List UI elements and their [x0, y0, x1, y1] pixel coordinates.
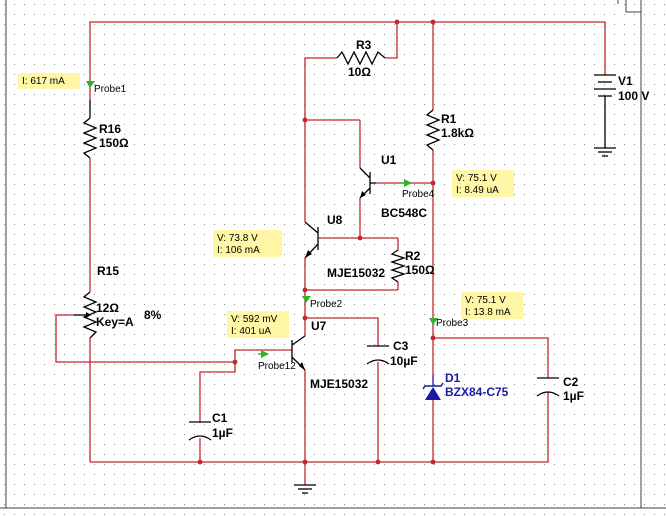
r3-ref: R3 — [356, 38, 372, 52]
u7-model: MJE15032 — [310, 377, 368, 391]
probe-flag-icon — [429, 318, 438, 325]
junction-dots — [197, 19, 436, 465]
wire-c3-top[interactable] — [305, 317, 379, 346]
ground-icon[interactable] — [294, 484, 316, 494]
probe1-current: I: 617 mA — [22, 76, 65, 87]
u1-model: BC548C — [381, 206, 427, 220]
probe3-current: I: 13.8 mA — [465, 307, 511, 318]
r2-value: 150Ω — [405, 263, 435, 277]
probe-flag-icon — [302, 296, 311, 303]
transistor-u8[interactable]: U8 MJE15032 — [304, 213, 385, 280]
capacitor-c1[interactable]: C1 1µF — [188, 411, 233, 441]
wire-c1-top[interactable] — [199, 362, 236, 422]
r16-value: 150Ω — [99, 136, 129, 150]
wire-r3-loop[interactable] — [304, 57, 337, 118]
u8-ref: U8 — [327, 213, 343, 227]
d1-ref: D1 — [445, 371, 461, 385]
u7-ref: U7 — [311, 319, 327, 333]
wire-u7-base[interactable] — [234, 349, 292, 362]
probe4-voltage: V: 75.1 V — [456, 173, 497, 184]
voltage-source-v1[interactable]: V1 100 V — [594, 74, 649, 157]
v1-ref: V1 — [618, 74, 633, 88]
resistor-r3[interactable]: R3 10Ω — [336, 38, 386, 79]
capacitor-c3[interactable]: C3 10µF — [366, 339, 418, 368]
resistor-r1[interactable]: R1 1.8kΩ — [425, 109, 474, 151]
potentiometer-r15[interactable]: R15 12Ω Key=A 8% — [74, 264, 162, 339]
u8-model: MJE15032 — [327, 266, 385, 280]
wire-top-rail[interactable] — [89, 21, 606, 100]
probe12-label: Probe12 — [258, 361, 296, 372]
probe-flag-icon — [86, 81, 95, 88]
c3-value: 10µF — [390, 354, 418, 368]
d1-model: BZX84-C75 — [445, 385, 509, 399]
probe2-label: Probe2 — [310, 299, 343, 310]
transistor-u1[interactable]: U1 BC548C — [359, 153, 427, 220]
probe1[interactable]: Probe1 I: 617 mA — [18, 73, 127, 95]
resistor-r16[interactable]: R16 150Ω — [82, 100, 129, 159]
probe2-voltage: V: 73.8 V — [217, 233, 258, 244]
probe2-current: I: 106 mA — [217, 245, 260, 256]
probe-flag-icon — [404, 179, 412, 187]
capacitor-c2[interactable]: C2 1µF — [536, 375, 584, 403]
probe12-voltage: V: 592 mV — [231, 314, 278, 325]
r15-ref: R15 — [97, 264, 119, 278]
r15-key: Key=A — [96, 315, 134, 329]
r16-ref: R16 — [99, 122, 121, 136]
zener-diode-d1[interactable]: D1 BZX84-C75 — [422, 371, 509, 400]
probe12-current: I: 401 uA — [231, 326, 271, 337]
r1-ref: R1 — [441, 112, 457, 126]
probe-flag-icon — [261, 350, 269, 358]
probe3-voltage: V: 75.1 V — [465, 295, 506, 306]
r3-value: 10Ω — [348, 65, 371, 79]
c2-value: 1µF — [563, 389, 584, 403]
r2-ref: R2 — [405, 249, 421, 263]
wire-r3-right[interactable] — [385, 22, 398, 59]
wire-c2-top[interactable] — [433, 337, 549, 378]
v1-value: 100 V — [618, 89, 649, 103]
r15-percent: 8% — [144, 308, 162, 322]
u1-ref: U1 — [381, 153, 397, 167]
wire-bottom-rail[interactable] — [90, 392, 549, 463]
probe2[interactable]: Probe2 V: 73.8 V I: 106 mA — [213, 230, 343, 310]
probe4-current: I: 8.49 uA — [456, 185, 499, 196]
probe12[interactable]: Probe12 V: 592 mV I: 401 uA — [227, 311, 296, 372]
resistor-r2[interactable]: R2 150Ω — [389, 249, 435, 283]
probe1-label: Probe1 — [94, 84, 127, 95]
r15-value: 12Ω — [96, 301, 119, 315]
wire-r15-wiper[interactable] — [55, 314, 235, 363]
probe3-label: Probe3 — [436, 318, 469, 329]
c1-ref: C1 — [212, 411, 228, 425]
probe4-label: Probe4 — [402, 189, 435, 200]
transistor-u7[interactable]: U7 MJE15032 — [291, 319, 368, 391]
probe3[interactable]: Probe3 V: 75.1 V I: 13.8 mA — [429, 292, 523, 329]
c3-ref: C3 — [393, 339, 409, 353]
probe4[interactable]: Probe4 V: 75.1 V I: 8.49 uA — [400, 170, 514, 200]
c2-ref: C2 — [563, 375, 579, 389]
r1-value: 1.8kΩ — [441, 126, 474, 140]
c1-value: 1µF — [212, 426, 233, 440]
